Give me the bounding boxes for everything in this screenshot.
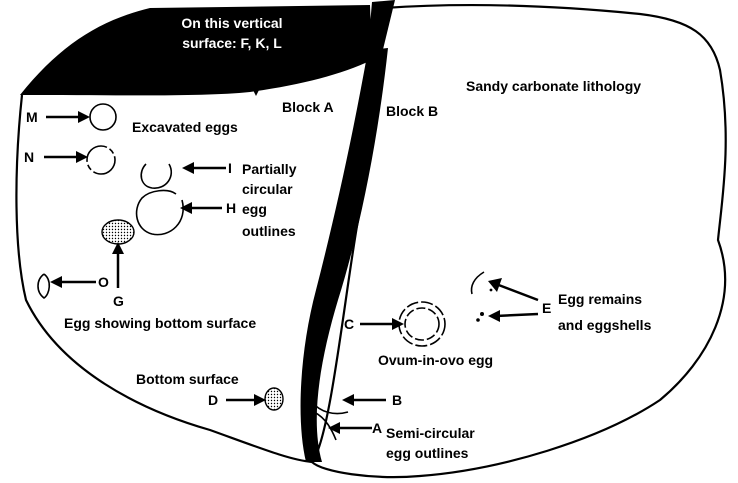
arrowhead-i <box>182 162 194 174</box>
eggshell-fragment <box>489 288 493 292</box>
partially-circular-label-line3: egg <box>242 201 267 217</box>
letter-d: D <box>208 392 218 408</box>
eggshell-fragment <box>480 312 484 316</box>
arrowhead-d <box>254 394 266 406</box>
letter-i: I <box>228 160 232 176</box>
vertical-surface-label-line1: On this vertical <box>181 15 282 31</box>
egg-i <box>140 163 173 189</box>
egg-b <box>311 401 349 415</box>
block-a-label: Block A <box>282 99 334 115</box>
arrowhead-m <box>78 111 90 123</box>
block-b-outline <box>311 4 727 479</box>
arrowhead-g <box>112 242 124 254</box>
letter-o: O <box>98 274 109 290</box>
arrowhead-c <box>392 318 404 330</box>
semi-circular-label-line1: Semi-circular <box>386 425 475 441</box>
eggshell-fragment <box>476 318 480 322</box>
egg-o <box>37 273 51 299</box>
egg-a <box>313 411 337 441</box>
bottom-surface-label: Bottom surface <box>136 371 239 387</box>
arrow-e-lower <box>495 312 539 318</box>
egg-remains-label-line2: and eggshells <box>558 317 652 333</box>
partially-circular-label-line4: outlines <box>242 223 296 239</box>
egg-e-shell <box>470 271 485 295</box>
block-b-label: Block B <box>386 103 438 119</box>
excavated-eggs-label: Excavated eggs <box>132 119 238 135</box>
egg-remains-label-line1: Egg remains <box>558 291 642 307</box>
ovum-in-ovo-label: Ovum-in-ovo egg <box>378 352 493 368</box>
vertical-surface-dark <box>20 5 372 96</box>
vertical-surface-label-line2: surface: F, K, L <box>182 35 282 51</box>
arrowhead-n <box>76 151 88 163</box>
egg-c-inner <box>404 307 440 341</box>
lithology-label: Sandy carbonate lithology <box>466 78 641 94</box>
letter-h: H <box>226 200 236 216</box>
partially-circular-label-line2: circular <box>242 181 293 197</box>
letter-c: C <box>344 316 354 332</box>
arrowhead-o <box>50 276 62 288</box>
egg-g <box>101 219 135 245</box>
egg-bottom-surface-label: Egg showing bottom surface <box>64 315 256 331</box>
partially-circular-label-line1: Partially <box>242 161 297 177</box>
letter-a: A <box>372 420 382 436</box>
arrowhead-b <box>342 394 354 406</box>
egg-n <box>86 145 116 175</box>
letter-e: E <box>542 300 551 316</box>
letter-m: M <box>26 109 38 125</box>
letter-n: N <box>24 149 34 165</box>
arrowhead-h <box>180 202 192 214</box>
egg-d <box>264 387 284 411</box>
letter-b: B <box>392 392 402 408</box>
arrowheads <box>50 84 502 434</box>
fissure <box>300 48 388 462</box>
egg-h <box>135 189 184 236</box>
arrowhead-e-lower <box>488 310 500 322</box>
arrowhead-a <box>328 422 340 434</box>
arrow-e-upper <box>495 282 539 302</box>
letter-g: G <box>113 293 124 309</box>
arrowhead-vertical-surface <box>250 84 262 96</box>
egg-m <box>89 103 117 131</box>
semi-circular-label-line2: egg outlines <box>386 445 469 461</box>
arrowhead-e-upper <box>488 278 502 292</box>
